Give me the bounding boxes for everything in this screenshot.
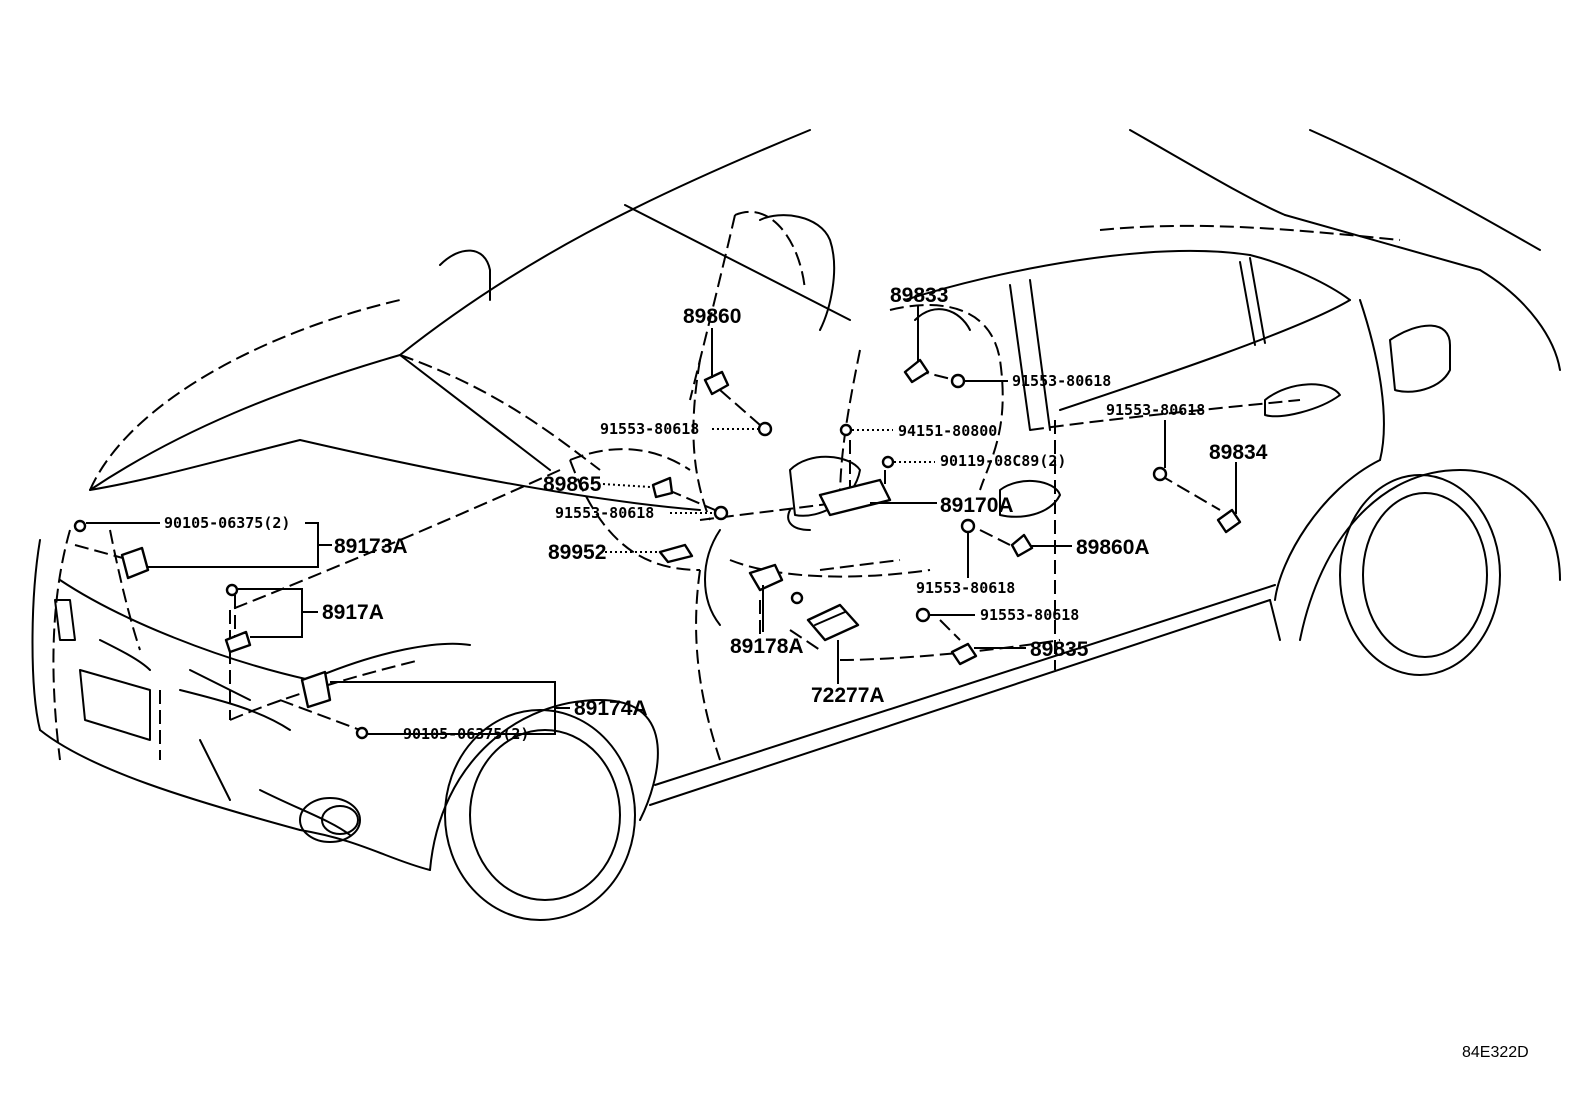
- figure-id: 84E322D: [1462, 1044, 1529, 1061]
- nut-91553-b: [950, 373, 966, 389]
- label-90119-08c89: 90119-08C89(2): [940, 452, 1066, 470]
- label-91553-80618-a: 91553-80618: [600, 420, 699, 438]
- label-91553-80618-c: 91553-80618: [1106, 401, 1205, 419]
- parts: [120, 358, 1242, 709]
- sensor-89834: [1216, 508, 1242, 534]
- nut-91553-e: [960, 518, 976, 534]
- sensor-89865: [651, 476, 674, 499]
- label-89173a: 89173A: [334, 535, 408, 558]
- label-90105-06375-a: 90105-06375(2): [164, 514, 290, 532]
- label-91553-80618-d: 91553-80618: [555, 504, 654, 522]
- bracket-72277a: [806, 603, 860, 642]
- bolt-90105-b: [355, 726, 369, 740]
- label-89860: 89860: [683, 305, 741, 328]
- label-72277a: 72277A: [811, 684, 885, 707]
- nut-91553-c: [1152, 466, 1168, 482]
- bolt-90105-a: [73, 519, 87, 533]
- label-89834: 89834: [1209, 441, 1268, 464]
- clip-94151: [839, 423, 853, 437]
- sensor-89835: [950, 642, 978, 666]
- label-89174a: 89174A: [574, 697, 648, 720]
- label-91553-80618-e: 91553-80618: [916, 579, 1015, 597]
- nut-91553-d: [713, 505, 729, 521]
- leader-lines: [86, 306, 1237, 735]
- sensor-89178a: [748, 563, 784, 592]
- label-89835: 89835: [1030, 638, 1089, 661]
- callout-labels: 89860 89833 91553-80618 91553-80618 9415…: [164, 284, 1268, 743]
- fasteners: [73, 373, 1168, 740]
- sensor-89952: [658, 543, 694, 564]
- bolt-90119: [881, 455, 895, 469]
- hidden-lines: [52, 210, 1401, 761]
- nut-91553-a: [757, 421, 773, 437]
- sensor-89860a: [1010, 533, 1034, 558]
- car-body-outline: [31, 129, 1561, 921]
- sensor-89174a: [300, 670, 332, 709]
- label-89865: 89865: [543, 473, 602, 496]
- label-94151-80800: 94151-80800: [898, 422, 997, 440]
- nut-91553-f: [915, 607, 931, 623]
- label-89170a: 89170A: [940, 494, 1014, 517]
- label-91553-80618-f: 91553-80618: [980, 606, 1079, 624]
- sensor-89860: [703, 370, 730, 396]
- label-89178a: 89178A: [730, 635, 804, 658]
- bolt-8917a: [225, 583, 239, 597]
- sensor-89833: [903, 358, 930, 384]
- label-91553-80618-b: 91553-80618: [1012, 372, 1111, 390]
- sensor-89173a: [120, 546, 150, 580]
- label-90105-06375-b: 90105-06375(2): [403, 725, 529, 743]
- bolt-89178a: [790, 591, 804, 605]
- label-89860a: 89860A: [1076, 536, 1150, 559]
- label-89952: 89952: [548, 541, 606, 564]
- bracket-8917a: [224, 630, 252, 654]
- label-8917a: 8917A: [322, 601, 384, 624]
- module-89170a: [818, 478, 892, 517]
- label-89833: 89833: [890, 284, 948, 307]
